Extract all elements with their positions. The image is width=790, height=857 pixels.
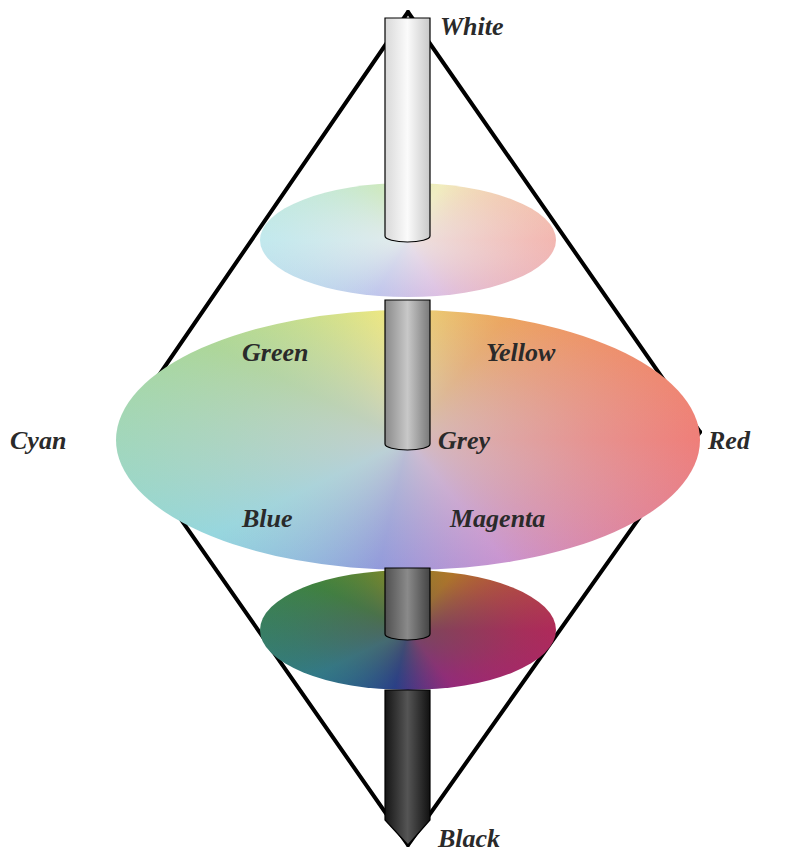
color-label: Yellow: [486, 340, 555, 366]
color-label: Red: [708, 428, 750, 454]
color-label: Magenta: [450, 506, 545, 532]
color-label: Blue: [242, 506, 293, 532]
axis-segment: [385, 690, 430, 845]
color-label: Black: [438, 826, 500, 852]
color-label: Green: [242, 340, 308, 366]
axis-segment: [385, 18, 430, 242]
axis-segment: [385, 568, 430, 640]
color-label: White: [440, 14, 504, 40]
color-label: Cyan: [10, 428, 66, 454]
axis-segment: [385, 300, 430, 450]
color-label: Grey: [438, 428, 490, 454]
